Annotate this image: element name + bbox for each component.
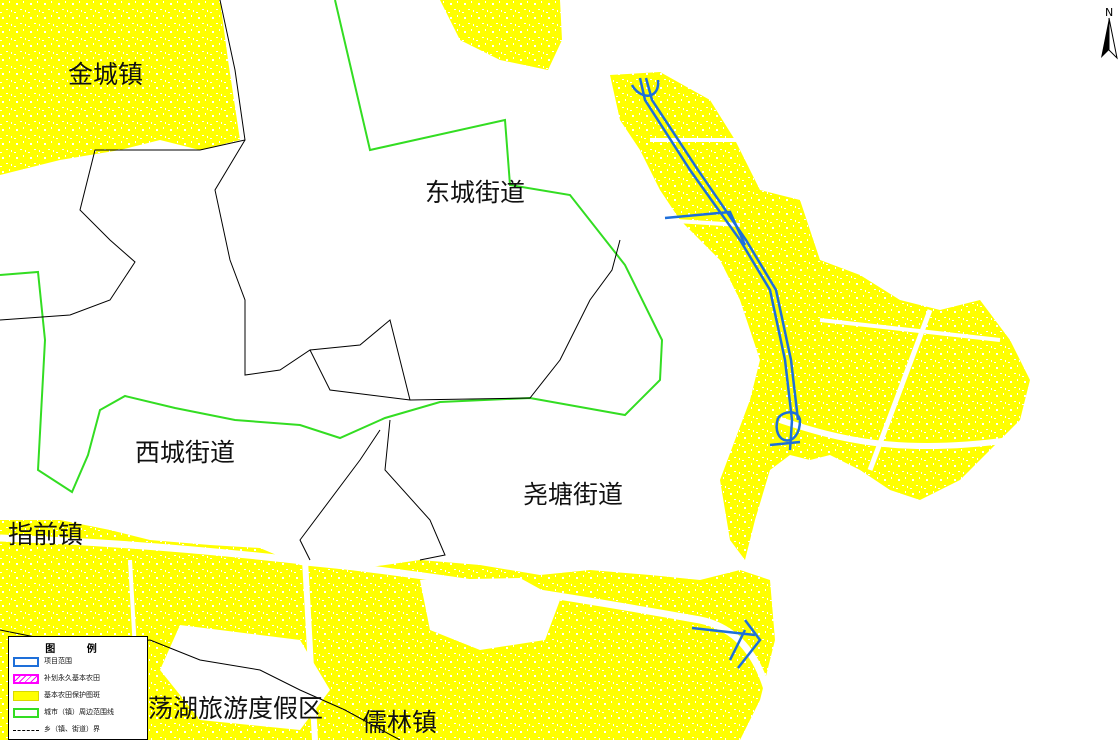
farmland-north — [440, 0, 562, 70]
place-label-yaotang: 尧塘街道 — [523, 480, 624, 509]
legend-symbol-blue-outline-icon — [13, 657, 39, 667]
legend-item-project-range: 项目范围 — [13, 655, 147, 669]
legend-label: 补划永久基本农田 — [44, 674, 100, 682]
legend-item-supplement: 补划永久基本农田 — [13, 672, 147, 686]
road-east — [779, 417, 1011, 450]
road-east-diag — [867, 309, 933, 471]
place-label-dongcheng: 东城街道 — [425, 178, 526, 207]
north-label: N — [1105, 6, 1114, 19]
legend-label: 基本农田保护图斑 — [44, 691, 100, 699]
legend-label: 城市（镇）周边范围线 — [44, 708, 114, 716]
place-label-xicheng: 西城街道 — [135, 438, 236, 467]
city-boundary-line — [0, 0, 664, 494]
legend-symbol-magenta-hatch-icon — [13, 674, 39, 684]
urban-hole-southwest — [160, 625, 330, 730]
legend-symbol-yellow-fill-icon — [13, 691, 39, 701]
road-east-grid — [650, 138, 1001, 342]
legend-symbol-green-outline-icon — [13, 708, 39, 718]
place-label-zhiqian: 指前镇 — [8, 520, 84, 549]
urban-hole-south — [420, 578, 560, 650]
legend-title: 图 例 — [45, 644, 111, 655]
farmland-northwest — [0, 0, 240, 175]
legend-item-city-boundary: 城市（镇）周边范围线 — [13, 706, 147, 720]
legend-label: 项目范围 — [44, 657, 72, 665]
north-arrow-icon — [1101, 17, 1118, 60]
legend-label: 乡（镇、街道）界 — [44, 725, 100, 733]
legend-item-admin-boundary: 乡（镇、街道）界 — [13, 723, 147, 737]
legend-item-farmland: 基本农田保护图斑 — [13, 689, 147, 703]
project-range — [630, 77, 802, 669]
map-legend: 图 例 项目范围 补划永久基本农田 基本农田保护图斑 城市（镇）周边范围线 乡（… — [8, 636, 148, 740]
place-label-jincheng: 金城镇 — [68, 60, 144, 89]
place-label-rulin: 儒林镇 — [362, 708, 438, 737]
place-label-resort: 荡湖旅游度假区 — [148, 694, 324, 723]
legend-symbol-black-dashed-icon — [13, 730, 39, 731]
